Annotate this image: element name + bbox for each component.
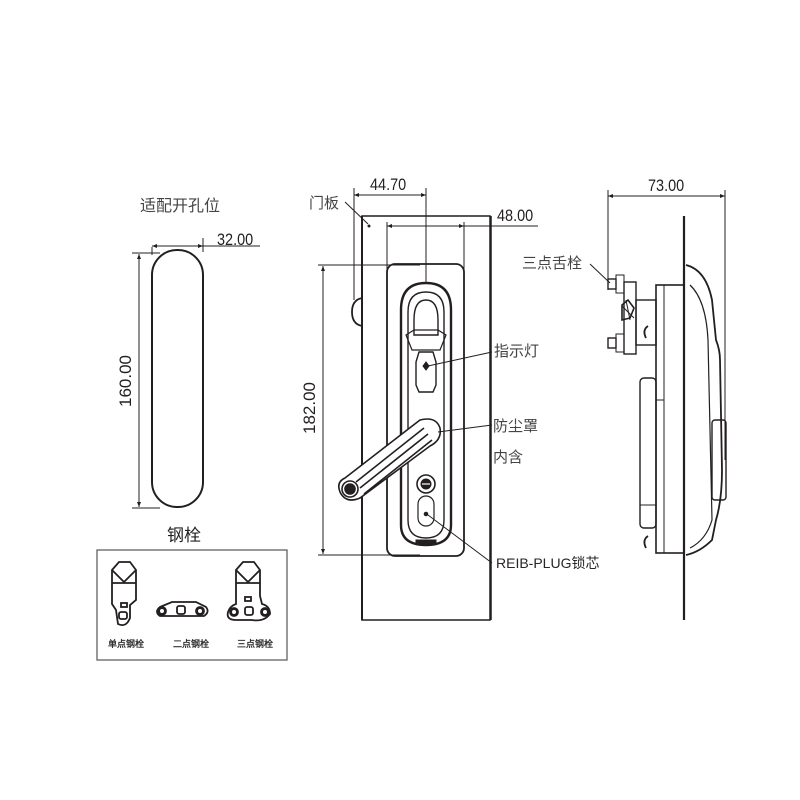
bolt-label-two: 二点钢栓 — [173, 640, 210, 650]
callout-lock-core: REIB-PLUG锁芯 — [496, 555, 600, 571]
side-view — [589, 190, 727, 620]
dim-48-00: 48.00 — [497, 206, 534, 225]
lever-handle — [338, 418, 442, 501]
three-point-bolt-icon — [226, 561, 271, 622]
dim-182-00: 182.00 — [300, 382, 319, 434]
single-point-bolt-icon — [111, 561, 137, 627]
cutout-height-dim: 160.00 — [116, 355, 135, 407]
dim-73-00: 73.00 — [648, 176, 685, 195]
callout-dust-cover-2: 内含 — [493, 448, 524, 466]
callout-indicator-light: 指示灯 — [494, 342, 540, 360]
cutout-title: 适配开孔位 — [140, 196, 221, 215]
bolt-types-box — [96, 549, 288, 661]
two-point-bolt-icon — [156, 601, 209, 617]
bolts-title: 钢栓 — [167, 526, 201, 546]
bolt-label-three: 三点钢栓 — [237, 640, 274, 650]
callout-dust-cover-1: 防尘罩 — [493, 417, 539, 435]
dim-44-70: 44.70 — [370, 175, 407, 194]
front-view — [318, 188, 538, 621]
callout-three-point-tongue: 三点舌栓 — [522, 254, 583, 272]
door-panel-label: 门板 — [309, 194, 340, 212]
bolt-label-single: 单点钢栓 — [108, 640, 145, 650]
cutout-outline — [132, 238, 260, 509]
cutout-width-dim: 32.00 — [217, 230, 254, 249]
